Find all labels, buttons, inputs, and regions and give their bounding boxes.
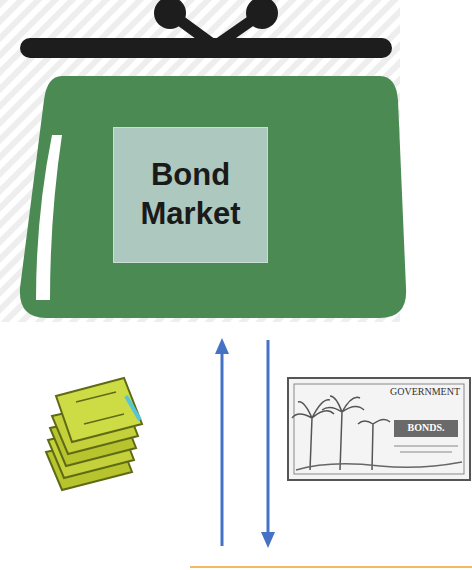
arrow-head <box>215 338 229 354</box>
arrow-head <box>261 532 275 548</box>
market-box: Bond Market <box>113 127 268 263</box>
bond-certificate <box>288 378 470 480</box>
palm-tree <box>322 396 364 470</box>
palm-tree <box>292 400 334 470</box>
purse-body <box>20 76 406 318</box>
certificate-text: BONDS. <box>394 421 458 435</box>
flow-arrow <box>221 352 224 546</box>
clasp-knob <box>154 0 186 29</box>
money-stack <box>46 378 142 490</box>
money-band <box>126 396 140 420</box>
bill-detail <box>84 414 124 424</box>
clasp-knob <box>246 0 278 29</box>
box-title: Bond Market <box>114 156 267 234</box>
palm-tree <box>358 419 390 470</box>
flow-arrow <box>267 340 270 534</box>
certificate-border <box>288 378 470 480</box>
certificate-line <box>394 446 458 447</box>
footer-rule <box>190 566 472 568</box>
box-content: Bond Market <box>114 156 267 234</box>
certificate-text: GOVERNMENT <box>384 385 466 399</box>
certificate-inner-border <box>294 384 464 474</box>
bill <box>56 378 142 442</box>
ground-line <box>296 462 462 470</box>
purse-highlight <box>36 135 62 300</box>
certificate-line <box>400 452 452 453</box>
bill-detail <box>76 392 116 402</box>
purse-frame <box>20 38 392 58</box>
certificate-band <box>394 420 458 437</box>
